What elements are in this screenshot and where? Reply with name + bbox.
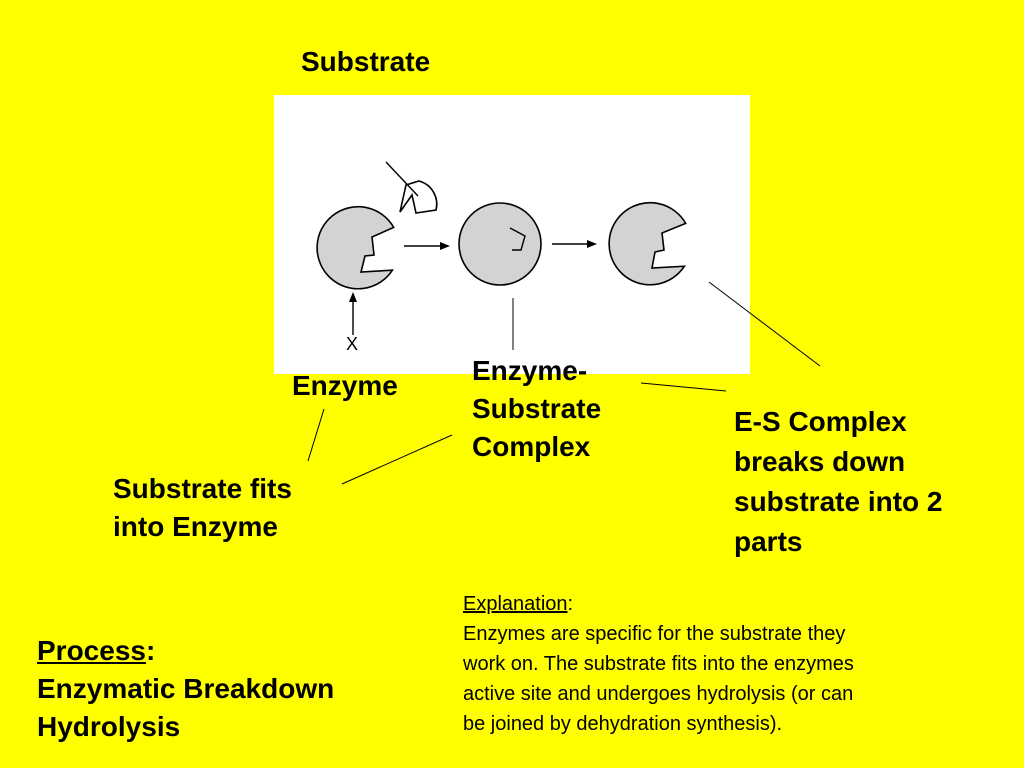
es-complex-line-1: Enzyme- <box>472 355 588 386</box>
x-arrow-head <box>349 292 357 302</box>
complex-to-breaks-leader <box>640 382 727 392</box>
es-breaks-line-3: substrate into 2 <box>734 486 943 517</box>
fits-line-1: Substrate fits <box>113 473 292 504</box>
enzyme-label: Enzyme <box>292 370 398 401</box>
breaks-leader <box>708 281 821 367</box>
enzyme-shape-1 <box>316 205 395 290</box>
es-complex-line-2: Substrate <box>472 393 602 424</box>
explanation-block: Explanation: Enzymes are specific for th… <box>463 589 1003 739</box>
explanation-line-2: work on. The substrate fits into the enz… <box>463 653 854 675</box>
es-complex-label: Enzyme- Substrate Complex <box>472 352 601 466</box>
fits-label: Substrate fits into Enzyme <box>113 470 292 546</box>
explanation-line-1: Enzymes are specific for the substrate t… <box>463 623 846 645</box>
complex-notch <box>509 227 526 251</box>
substrate-label: Substrate <box>301 46 431 77</box>
explanation-line-4: be joined by dehydration synthesis). <box>463 713 783 735</box>
fits-leader <box>341 434 453 485</box>
es-breaks-line-1: E-S Complex <box>734 406 907 437</box>
es-complex-line-3: Complex <box>472 431 591 462</box>
process-colon: : <box>145 635 156 666</box>
process-block: Process: Enzymatic Breakdown Hydrolysis <box>37 632 334 746</box>
enzyme-shape-2 <box>458 202 542 286</box>
process-heading-row: Process: <box>37 632 334 670</box>
es-breaks-line-2: breaks down <box>734 446 906 477</box>
arrow-2-head <box>587 240 597 248</box>
explanation-colon: : <box>567 593 574 615</box>
es-breaks-line-4: parts <box>734 526 803 557</box>
enzyme-leader <box>307 408 325 462</box>
process-heading: Process <box>37 635 146 666</box>
substrate-shape <box>399 180 438 214</box>
x-mark: X <box>346 334 359 354</box>
enzyme-shape-3 <box>608 201 687 286</box>
explanation-heading-row: Explanation: <box>463 589 1003 619</box>
explanation-line-3: active site and undergoes hydrolysis (or… <box>463 683 854 705</box>
process-line-2: Hydrolysis <box>37 711 181 742</box>
arrow-1-head <box>440 242 450 250</box>
explanation-heading: Explanation <box>463 593 568 615</box>
es-breaks-label: E-S Complex breaks down substrate into 2… <box>734 402 942 562</box>
process-line-1: Enzymatic Breakdown <box>37 673 335 704</box>
fits-line-2: into Enzyme <box>113 511 278 542</box>
cut-line <box>385 161 419 197</box>
